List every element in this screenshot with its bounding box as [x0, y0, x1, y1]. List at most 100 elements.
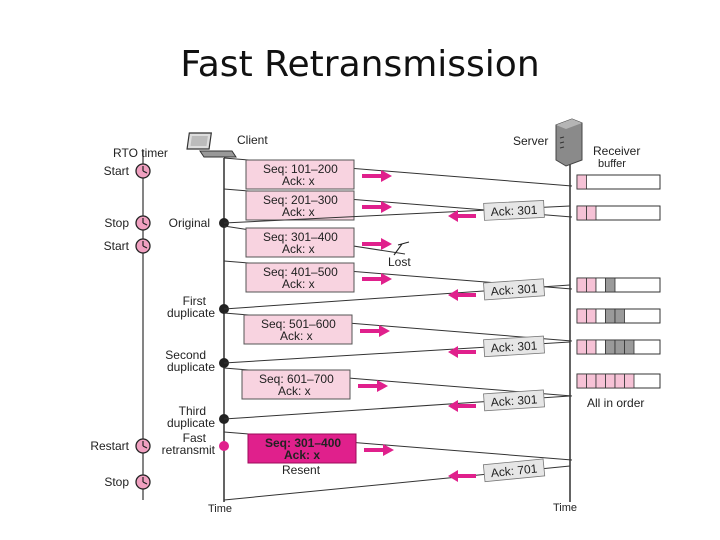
- client-label: Client: [237, 133, 268, 147]
- ack-message: Ack: 301: [223, 335, 571, 364]
- pink-arrow: [448, 470, 476, 482]
- timer-clock-icon: [135, 474, 151, 490]
- ack-text: Ack: 301: [490, 338, 538, 355]
- segment-ack-text: Ack: x: [282, 205, 315, 219]
- ack-text: Ack: 701: [490, 462, 538, 481]
- pink-arrow: [362, 273, 392, 285]
- pink-arrow: [358, 380, 388, 392]
- time-label-server: Time: [553, 502, 577, 514]
- timer-event-label: Stop: [104, 475, 129, 489]
- segment-box: [245, 190, 355, 221]
- client-event-label: First: [183, 294, 207, 308]
- buffer-cell: [624, 373, 635, 389]
- buffer-cell: [605, 277, 616, 293]
- timer-clock-icon: [135, 163, 151, 179]
- pink-arrow: [362, 170, 392, 182]
- buffer-cell: [576, 308, 587, 324]
- client-event-label: retransmit: [162, 443, 216, 457]
- client-event-label: Fast: [183, 431, 207, 445]
- buffer-cell: [595, 308, 606, 324]
- buffer-cell: [586, 308, 597, 324]
- buffer-cell: [614, 308, 625, 324]
- server-icon: [555, 118, 583, 167]
- timer-event-label: Start: [104, 239, 130, 253]
- segment-seq-text: Seq: 401–500: [263, 265, 338, 279]
- buffer-cell: [586, 373, 597, 389]
- server-label: Server: [513, 134, 548, 148]
- timer-event-label: Restart: [90, 439, 129, 453]
- segment-box: [247, 433, 357, 464]
- buffer-cell: [614, 373, 625, 389]
- all-in-order-label: All in order: [587, 396, 644, 410]
- client-event-label: Original: [169, 216, 210, 230]
- buffer-cell: [586, 205, 597, 221]
- buffer-cell: [576, 174, 587, 190]
- rto-timer-label: RTO timer: [113, 146, 168, 160]
- receiver-label: Receiver: [593, 144, 640, 158]
- segment-box: [245, 159, 355, 190]
- segment-ack-text: Ack: x: [282, 277, 315, 291]
- segment-box: [245, 262, 355, 293]
- client-event-label: Second: [165, 348, 206, 362]
- receiver-buffer: [576, 373, 661, 389]
- segment-box: [245, 227, 355, 258]
- buffer-cell: [576, 205, 587, 221]
- timer-clock-icon: [135, 238, 151, 254]
- segment-seq-text: Seq: 301–400: [265, 436, 341, 450]
- receiver-buffer: [576, 205, 661, 221]
- lost-label: Lost: [388, 255, 411, 269]
- segment-ack-text: Ack: x: [282, 242, 315, 256]
- segment-seq-text: Seq: 201–300: [263, 193, 338, 207]
- ack-text: Ack: 301: [490, 203, 538, 219]
- segment-seq-text: Seq: 301–400: [263, 230, 338, 244]
- buffer-cell: [576, 339, 587, 355]
- pink-arrow: [362, 238, 392, 250]
- segment-seq-text: Seq: 101–200: [263, 162, 338, 176]
- receiver-buffer: [576, 174, 661, 190]
- ack-box: Ack: 301: [483, 278, 545, 301]
- segment-box: [243, 314, 353, 345]
- time-label-client: Time: [208, 503, 232, 515]
- pink-arrow: [364, 444, 394, 456]
- buffer-cell: [595, 277, 606, 293]
- ack-box: Ack: 701: [482, 458, 546, 483]
- buffer-label: buffer: [598, 158, 626, 170]
- timer-clock-icon: [135, 438, 151, 454]
- pink-arrow: [448, 289, 476, 301]
- ack-message: Ack: 301: [223, 278, 571, 310]
- timer-clock-icon: [135, 215, 151, 231]
- client-event-label: duplicate: [167, 416, 215, 430]
- client-event-label: duplicate: [167, 306, 215, 320]
- segment-ack-text: Ack: x: [284, 448, 320, 462]
- client-event-dot: [219, 441, 229, 451]
- buffer-cell: [586, 339, 597, 355]
- buffer-cell: [605, 373, 616, 389]
- pink-arrow: [448, 210, 476, 222]
- segment-ack-text: Ack: x: [282, 174, 315, 188]
- ack-text: Ack: 301: [490, 281, 538, 298]
- buffer-cell: [614, 339, 625, 355]
- ack-message: Ack: 701: [223, 458, 571, 501]
- ack-box: Ack: 301: [483, 389, 545, 412]
- buffer-cell: [576, 373, 587, 389]
- resent-label: Resent: [282, 463, 321, 477]
- segment-box: [241, 369, 351, 400]
- segment-seq-text: Seq: 601–700: [259, 372, 334, 386]
- ack-box: Ack: 301: [483, 200, 545, 221]
- ack-box: Ack: 301: [483, 335, 545, 358]
- receiver-buffer: [576, 308, 661, 324]
- pink-arrow: [360, 325, 390, 337]
- receiver-buffer: [576, 339, 661, 355]
- pink-arrow: [362, 201, 392, 213]
- lost-marker: Lost: [388, 241, 411, 269]
- pink-arrow: [448, 346, 476, 358]
- receiver-buffer: [576, 277, 661, 293]
- client-event-label: duplicate: [167, 360, 215, 374]
- buffer-cell: [586, 277, 597, 293]
